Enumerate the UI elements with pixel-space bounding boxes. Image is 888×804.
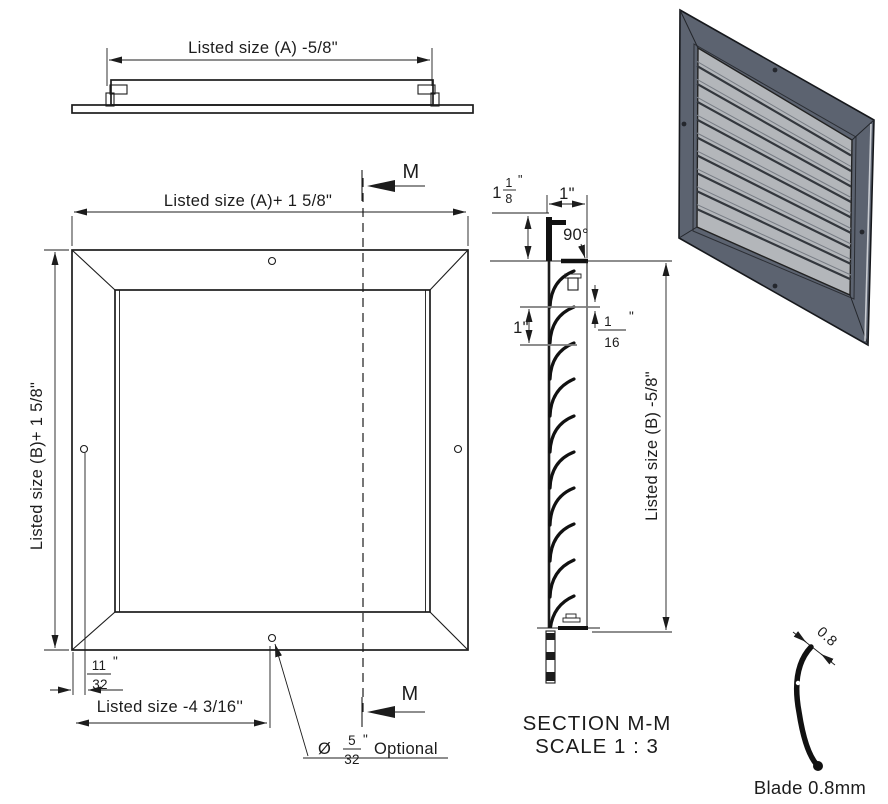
dim-label-bottom: Listed size -4 3/16'' — [97, 698, 244, 716]
miter-line — [429, 249, 469, 291]
blade-bead — [813, 761, 823, 771]
mounting-clip-left — [105, 84, 128, 107]
angle-label: 90° — [563, 226, 589, 244]
screw-boss-top — [564, 273, 582, 291]
fraction-denominator: 16 — [604, 335, 620, 350]
section-marker-label: M — [403, 161, 420, 183]
fraction-denominator: 8 — [505, 192, 512, 206]
louver-area — [114, 289, 431, 613]
iso-bevel-lines — [678, 9, 875, 346]
screw-hole-top — [267, 256, 277, 266]
screw-hole-left — [79, 444, 89, 454]
fraction-numerator: 5 — [348, 733, 356, 748]
dim-whole-number: 1 — [492, 184, 501, 202]
mounting-clip-right — [417, 84, 440, 107]
dim-label-section-height: Listed size (B) -5/8" — [643, 371, 661, 521]
blade-detail: 0.8 Blade 0.8mm — [754, 624, 866, 798]
section-view: 1" 1 1 8 " 90° 1" 1 16 " — [490, 173, 672, 758]
fraction-numerator: 11 — [92, 658, 107, 673]
blade-pitch-label: 1" — [513, 319, 529, 337]
dim-bottom-listed: Listed size -4 3/16'' — [76, 646, 271, 728]
dim-label-width: Listed size (A)+ 1 5/8" — [164, 192, 332, 210]
blade-notch — [795, 680, 801, 686]
thickness-value: 0.8 — [813, 624, 839, 650]
front-view: M M Listed size (A)+ 1 5/8" Listed size … — [28, 161, 469, 767]
section-arrow-bottom: M — [361, 683, 425, 727]
iso-edge-highlight — [864, 123, 872, 342]
frame-clip — [552, 220, 566, 225]
screw-hole-bottom — [267, 633, 277, 643]
screw-hole-right — [453, 444, 463, 454]
section-arrow-top: M — [361, 161, 425, 201]
unit-mark: " — [113, 654, 118, 669]
diameter-symbol: Ø — [318, 740, 331, 758]
dim-blade-thickness: 1 16 " — [591, 285, 634, 350]
miter-line — [429, 611, 469, 651]
dim-label-a-minus: Listed size (A) -5/8" — [188, 39, 338, 57]
dim-section-height: Listed size (B) -5/8" — [592, 263, 672, 633]
miter-line — [71, 249, 116, 291]
iso-blades — [696, 60, 852, 281]
blade-detail-label: Blade 0.8mm — [754, 777, 866, 798]
dim-offset-11-32: 11 32 " — [50, 453, 123, 695]
section-title: SECTION M-M — [523, 712, 672, 735]
top-view: Listed size (A) -5/8" — [71, 39, 474, 114]
fraction-numerator: 1 — [505, 176, 512, 190]
grille-body-profile — [110, 79, 434, 106]
unit-mark: " — [518, 173, 523, 187]
hole-note-text: Optional — [374, 740, 438, 758]
frame-edge-profile — [546, 217, 552, 261]
fraction-denominator: 32 — [92, 677, 108, 692]
iso-screw-holes — [681, 67, 865, 289]
angle-leader — [578, 243, 586, 259]
unit-mark: " — [629, 309, 634, 324]
miter-line — [71, 611, 116, 651]
dim-label-height: Listed size (B)+ 1 5/8" — [28, 382, 46, 550]
fraction-denominator: 32 — [344, 752, 360, 767]
leader-line — [274, 643, 309, 757]
section-marker-label: M — [402, 683, 419, 705]
fraction-numerator: 1 — [604, 314, 612, 329]
section-scale: SCALE 1 : 3 — [535, 735, 659, 758]
dim-depth: 1 1 8 " — [492, 173, 549, 259]
dim-frame-width: 1" — [559, 185, 575, 203]
screw-boss-bottom — [562, 613, 581, 623]
section-blades — [548, 269, 576, 628]
mounting-strip — [545, 630, 556, 684]
frame-outer — [71, 249, 469, 651]
hole-note: Ø 5 32 " Optional — [274, 643, 448, 767]
grille-flange-plate — [71, 104, 474, 114]
blade-profile-curve — [794, 644, 821, 769]
dim-blade-pitch: 1" — [513, 306, 600, 346]
unit-mark: " — [363, 732, 368, 747]
isometric-view — [678, 8, 875, 347]
iso-frame-lip — [692, 43, 857, 300]
